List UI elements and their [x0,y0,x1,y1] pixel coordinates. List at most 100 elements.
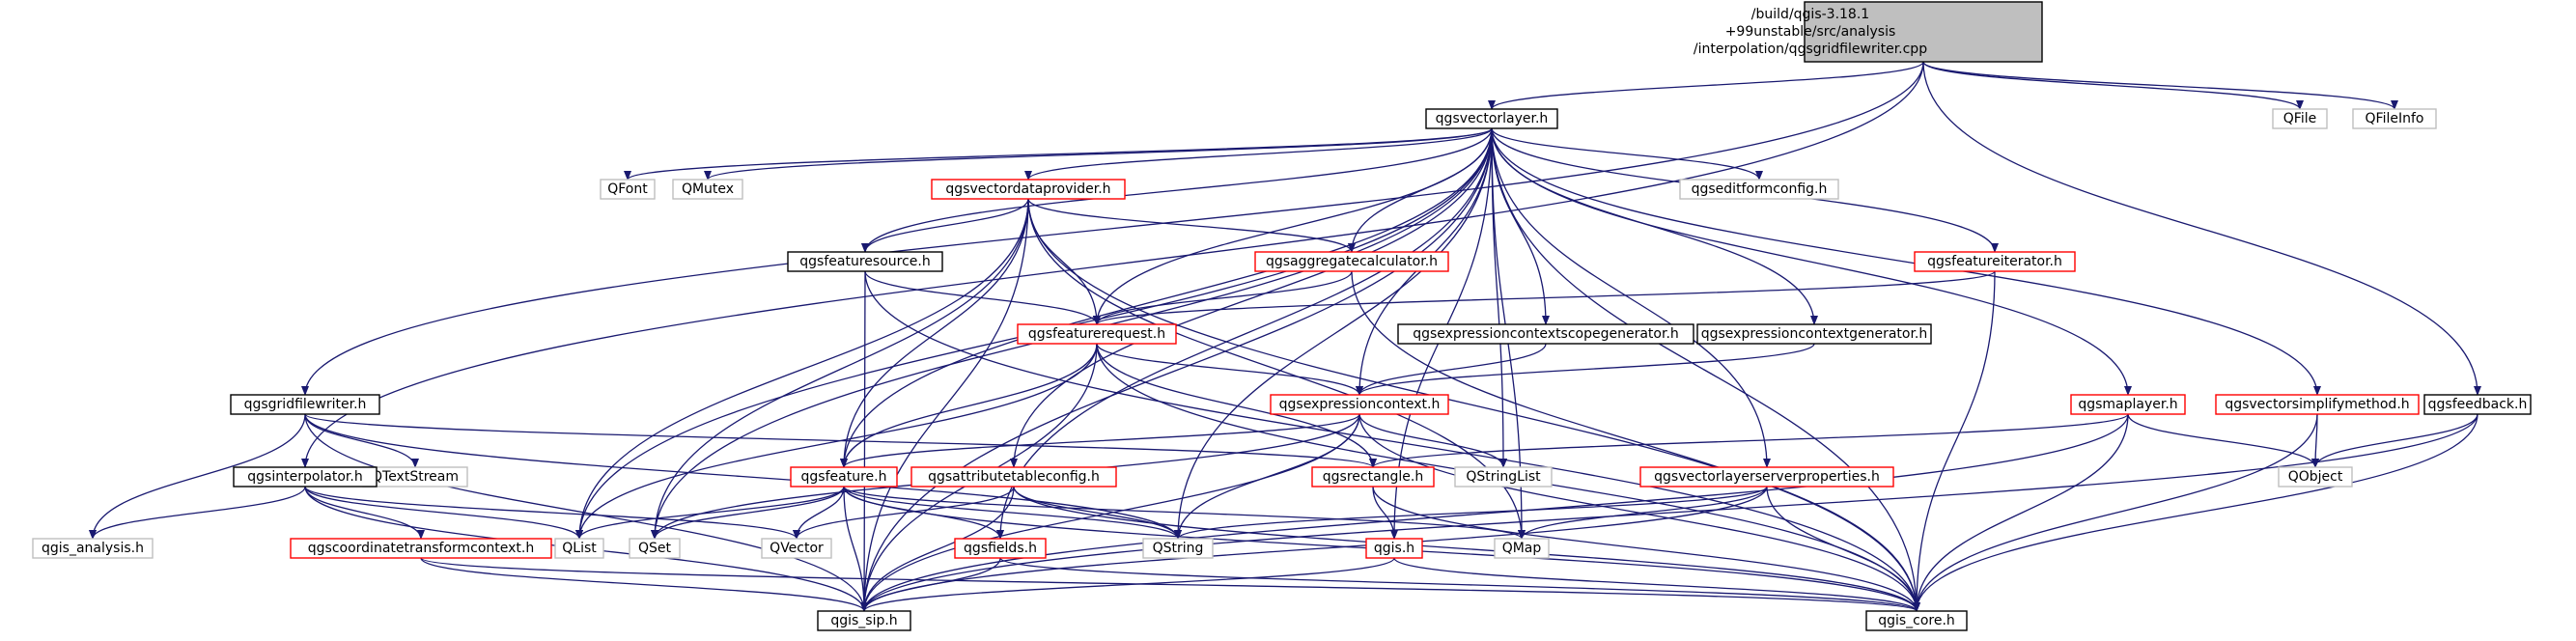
edge-qgsrectangle-to-qgis [1372,486,1398,540]
node-QObject[interactable]: QObject [2278,466,2353,488]
node-QList[interactable]: QList [554,538,604,559]
node-box-qgseditformconfig[interactable] [1679,179,1839,200]
node-qgseditformconfig[interactable]: qgseditformconfig.h [1679,179,1839,200]
node-qgsgridfilewriter[interactable]: qgsgridfilewriter.h [230,394,380,415]
node-QString[interactable]: QString [1142,538,1214,559]
node-qgsvectorsimplifymethod[interactable]: qgsvectorsimplifymethod.h [2215,394,2420,415]
node-box-qgsvectordataprovider[interactable] [931,179,1126,200]
node-qgis_core[interactable]: qgis_core.h [1865,610,1968,631]
node-box-root[interactable] [1804,1,2043,63]
node-box-QFileInfo[interactable] [2352,108,2437,129]
node-box-qgis_core[interactable] [1865,610,1968,631]
node-qgsvectorlayerserverproperties[interactable]: qgsvectorlayerserverproperties.h [1639,466,1894,488]
node-box-qgsexpressioncontextscopegenerator[interactable] [1397,323,1694,345]
node-box-qgscoordinatetransformcontext[interactable] [290,538,552,559]
node-box-QSet[interactable] [629,538,681,559]
node-qgsfeatureiterator[interactable]: qgsfeatureiterator.h [1914,251,2076,272]
node-QTextStream[interactable]: QTextStream [362,466,468,488]
node-qgsexpressioncontextscopegenerator[interactable]: qgsexpressioncontextscopegenerator.h [1397,323,1694,345]
node-box-qgis[interactable] [1365,538,1423,559]
node-box-qgis_sip[interactable] [817,610,911,631]
edge-qgsfeature-to-qgis_sip [843,486,868,612]
node-label-root: /build/qgis-3.18.1 [1751,7,1869,22]
edge-qgsmaplayer-to-qgis_core [1913,413,2129,612]
edge-qgsvectorlayer-to-qgsfeature [840,127,1493,468]
edge-qgsmaplayer-to-qgsrectangle [1369,413,2129,468]
node-qgsfeedback[interactable]: qgsfeedback.h [2423,394,2532,415]
node-qgsfields[interactable]: qgsfields.h [954,538,1047,559]
edge-qgsvectorlayer-to-qgsmaplayer [1491,127,2132,396]
node-qgsattributetableconfig[interactable]: qgsattributetableconfig.h [910,466,1117,488]
node-QMap[interactable]: QMap [1494,538,1550,559]
edge-qgsvectorlayer-to-qgsfeaturerequest [1093,127,1493,325]
node-box-qgsrectangle[interactable] [1311,466,1435,488]
node-box-qgsfields[interactable] [954,538,1047,559]
node-QMutex[interactable]: QMutex [672,179,743,200]
node-qgsexpressioncontext[interactable]: qgsexpressioncontext.h [1270,394,1449,415]
node-QFileInfo[interactable]: QFileInfo [2352,108,2437,129]
node-box-qgsvectorsimplifymethod[interactable] [2215,394,2420,415]
node-box-qgsfeaturerequest[interactable] [1017,323,1177,345]
node-qgsfeaturerequest[interactable]: qgsfeaturerequest.h [1017,323,1177,345]
node-qgis_sip[interactable]: qgis_sip.h [817,610,911,631]
node-qgsfeature[interactable]: qgsfeature.h [790,466,898,488]
edge-qgsrectangle-to-qgis_core [1372,486,1920,612]
node-qgsvectordataprovider[interactable]: qgsvectordataprovider.h [931,179,1126,200]
edge-qgsvectorlayer-to-qgis_sip [860,127,1493,612]
edge-qgsaggregatecalculator-to-qgsfeaturerequest [1093,270,1353,325]
node-box-qgsfeaturesource[interactable] [787,251,943,272]
node-box-qgsvectorlayer[interactable] [1425,108,1558,129]
node-box-qgsaggregatecalculator[interactable] [1254,251,1449,272]
node-label-QFileInfo: QFileInfo [2366,111,2424,126]
node-box-qgsmaplayer[interactable] [2070,394,2186,415]
node-box-qgsgridfilewriter[interactable] [230,394,380,415]
edge-qgis-to-qgis_core [1393,557,1920,612]
node-qgsmaplayer[interactable]: qgsmaplayer.h [2070,394,2186,415]
node-box-QStringList[interactable] [1454,466,1553,488]
node-QFont[interactable]: QFont [600,179,656,200]
edge-qgsmaplayer-to-qgis_sip [860,413,2129,612]
node-box-qgsattributetableconfig[interactable] [910,466,1117,488]
node-box-QObject[interactable] [2278,466,2353,488]
node-box-qgsfeatureiterator[interactable] [1914,251,2076,272]
node-box-QFont[interactable] [600,179,656,200]
node-qgsinterpolator[interactable]: qgsinterpolator.h [233,466,378,488]
node-box-qgsexpressioncontextgenerator[interactable] [1696,323,1932,345]
node-box-QFile[interactable] [2272,108,2328,129]
node-QFile[interactable]: QFile [2272,108,2328,129]
edge-qgsgridfilewriter-to-qgis_sip [304,413,868,612]
node-box-QList[interactable] [554,538,604,559]
node-box-QString[interactable] [1142,538,1214,559]
node-qgsexpressioncontextgenerator[interactable]: qgsexpressioncontextgenerator.h [1696,323,1932,345]
node-label-qgsaggregatecalculator: qgsaggregatecalculator.h [1266,254,1438,269]
node-qgsrectangle[interactable]: qgsrectangle.h [1311,466,1435,488]
node-qgsaggregatecalculator[interactable]: qgsaggregatecalculator.h [1254,251,1449,272]
node-QVector[interactable]: QVector [761,538,832,559]
node-box-qgsexpressioncontext[interactable] [1270,394,1449,415]
node-box-qgsinterpolator[interactable] [233,466,378,488]
node-root[interactable]: /build/qgis-3.18.1 +99unstable/src/analys… [1694,1,2043,63]
node-qgis[interactable]: qgis.h [1365,538,1423,559]
node-qgsvectorlayer[interactable]: qgsvectorlayer.h [1425,108,1558,129]
node-box-qgsfeature[interactable] [790,466,898,488]
node-box-qgsvectorlayerserverproperties[interactable] [1639,466,1894,488]
node-box-QVector[interactable] [761,538,832,559]
node-qgis_analysis[interactable]: qgis_analysis.h [32,538,154,559]
edge-qgis-to-qgis_sip [860,557,1395,612]
node-qgscoordinatetransformcontext[interactable]: qgscoordinatetransformcontext.h [290,538,552,559]
node-label-root: +99unstable/src/analysis [1725,24,1896,40]
edge-qgsvectorlayer-to-qgsfields [996,127,1493,540]
edge-qgsexpressioncontext-to-QStringList [1358,413,1507,468]
node-box-qgsfeedback[interactable] [2423,394,2532,415]
edge-qgsfeatureiterator-to-qgis_core [1913,270,1996,612]
edge-qgsfields-to-qgis_sip [860,557,1001,612]
node-label-qgsgridfilewriter: qgsgridfilewriter.h [244,397,367,412]
edge-qgsvectorsimplifymethod-to-qgis_core [1913,413,2318,612]
node-QSet[interactable]: QSet [629,538,681,559]
node-box-QMutex[interactable] [672,179,743,200]
node-box-qgis_analysis[interactable] [32,538,154,559]
node-QStringList[interactable]: QStringList [1454,466,1553,488]
edge-qgsinterpolator-to-qgscoordinatetransformcontext [304,486,425,540]
node-qgsfeaturesource[interactable]: qgsfeaturesource.h [787,251,943,272]
node-box-QMap[interactable] [1494,538,1550,559]
